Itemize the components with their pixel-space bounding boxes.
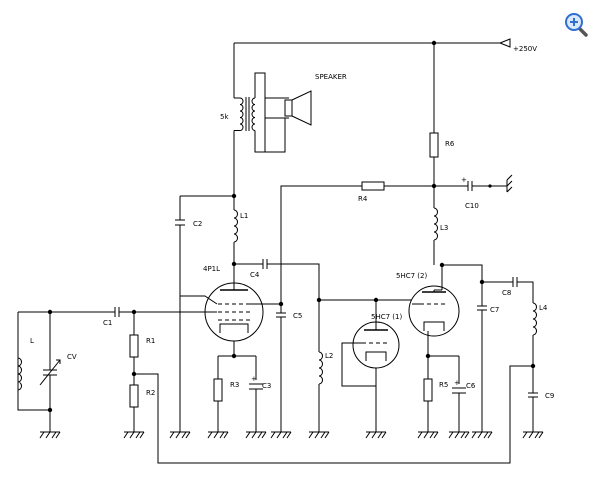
tube-output-label: 4P1L xyxy=(203,265,220,273)
tube-detector-label: 5HC7 (1) xyxy=(371,313,402,321)
l4-c9-branch: L4 C9 xyxy=(134,302,554,464)
r4-c10-branch: R4 + C10 xyxy=(280,174,513,304)
zoom-in-button[interactable] xyxy=(563,12,589,38)
transformer-label: 5k xyxy=(220,113,229,121)
l-label: L xyxy=(30,337,34,345)
cv-label: CV xyxy=(67,353,77,361)
c9-label: C9 xyxy=(545,392,554,400)
c2-label: C2 xyxy=(193,220,202,228)
tube-4p1l: 4P1L xyxy=(180,264,284,356)
coupling-c1-r1-r2: C1 R1 R2 xyxy=(103,307,205,432)
interstage-line xyxy=(316,297,412,322)
c5-label: C5 xyxy=(293,312,302,320)
cathode-5hc7-network: R5 + C6 xyxy=(423,353,476,432)
c3-label: C3 xyxy=(262,382,271,390)
r3-label: R3 xyxy=(230,381,239,389)
r1-label: R1 xyxy=(146,337,155,345)
l2-inductor: L2 xyxy=(318,300,333,432)
c4-label: C4 xyxy=(250,271,260,279)
r6-label: R6 xyxy=(445,140,455,148)
r4-label: R4 xyxy=(358,195,368,203)
l4-label: L4 xyxy=(539,304,548,312)
l3-label: L3 xyxy=(440,224,448,232)
c7-label: C7 xyxy=(490,306,499,314)
speaker-label: SPEAKER xyxy=(315,73,347,81)
l1-label: L1 xyxy=(240,212,248,220)
output-plate-network: C2 L1 C4 xyxy=(175,193,320,300)
ground-symbols xyxy=(39,296,544,439)
r5-label: R5 xyxy=(439,381,448,389)
c6-label: C6 xyxy=(466,382,476,390)
speaker: SPEAKER xyxy=(254,72,347,153)
tube-5hc7-2 xyxy=(408,285,460,356)
c1-label: C1 xyxy=(103,319,112,327)
c10-plus: + xyxy=(461,176,467,184)
supply-rail: +250V xyxy=(233,38,537,133)
tube-amp-label: 5HC7 (2) xyxy=(396,272,427,280)
output-transformer: 5k xyxy=(220,97,256,196)
c6-plus: + xyxy=(454,379,460,387)
l2-label: L2 xyxy=(325,352,333,360)
c3-plus: + xyxy=(251,375,257,383)
c8-label: C8 xyxy=(502,289,511,297)
tube-5hc7-1: 5HC7 (1) xyxy=(341,313,402,432)
input-tank: L CV xyxy=(17,309,115,432)
r2-label: R2 xyxy=(146,389,155,397)
supply-voltage-label: +250V xyxy=(513,45,537,53)
c5-capacitor: C5 xyxy=(276,304,302,432)
cathode-4p1l-network: R3 + C3 xyxy=(213,353,271,432)
c10-label: C10 xyxy=(465,202,479,210)
zoom-in-magnifier-icon xyxy=(565,13,588,37)
amp-plate-network: R6 L3 C7 C8 5HC7 (2) xyxy=(396,132,534,432)
